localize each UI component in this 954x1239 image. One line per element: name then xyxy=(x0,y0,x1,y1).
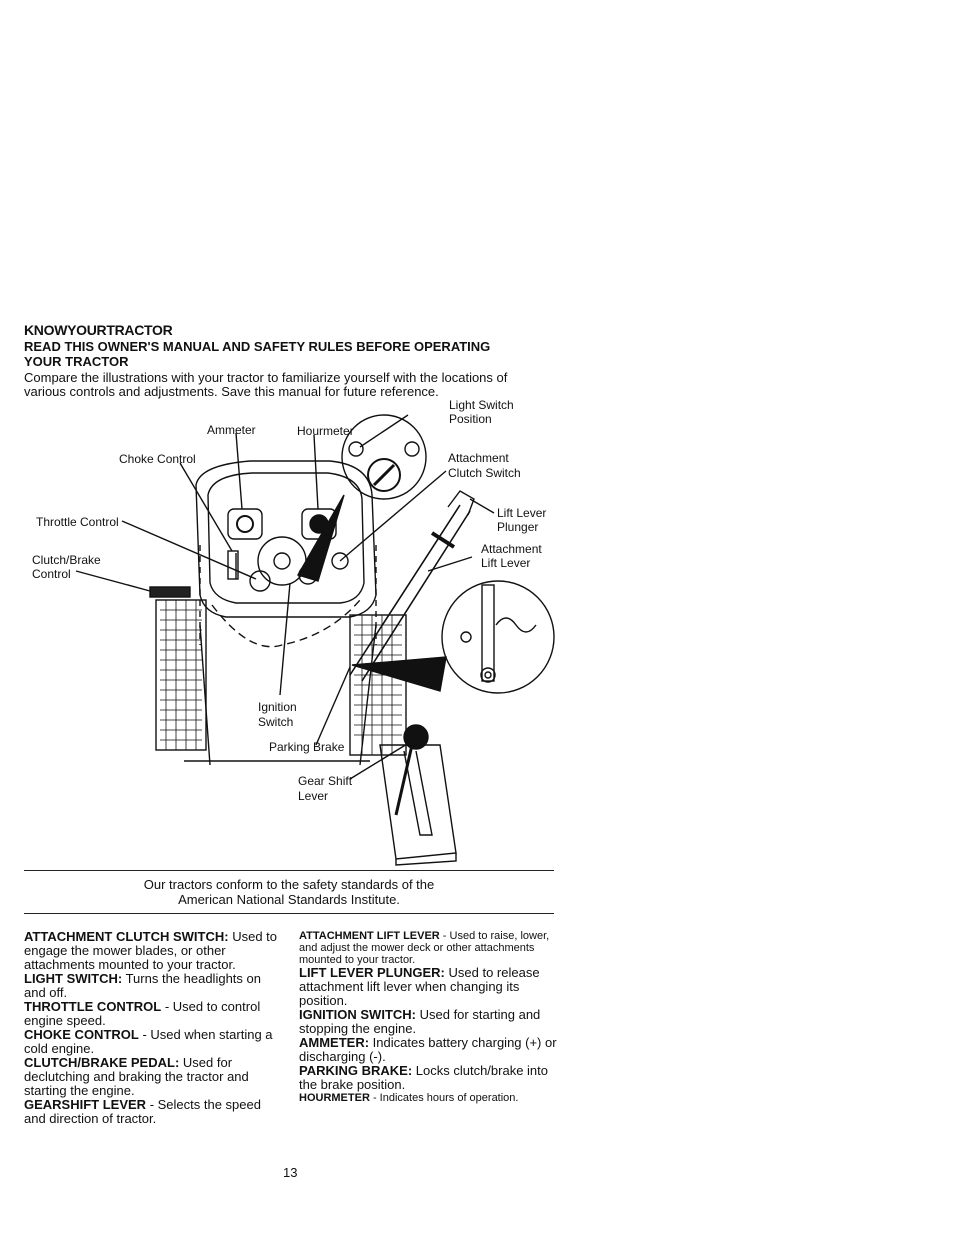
label-lift-lever-plunger: Plunger xyxy=(497,520,539,534)
label-parking-brake: Parking Brake xyxy=(269,740,345,754)
section-title: KNOWYOURTRACTOR xyxy=(24,322,173,338)
left-definitions: ATTACHMENT CLUTCH SWITCH: Used to engage… xyxy=(24,930,279,1126)
label-attachment-lift-lever: Lift Lever xyxy=(481,556,531,570)
intro-text-line1: Compare the illustrations with your trac… xyxy=(24,370,508,385)
def-clutch-brake-pedal: CLUTCH/BRAKE PEDAL: Used for declutching… xyxy=(24,1055,249,1098)
label-lift-lever: Lift Lever xyxy=(497,506,547,520)
label-attachment-clutch: Attachment xyxy=(448,451,509,465)
def-throttle-control: THROTTLE CONTROL - Used to control engin… xyxy=(24,999,261,1028)
def-ignition-switch: IGNITION SWITCH: Used for starting and s… xyxy=(299,1007,541,1036)
standards-line1: Our tractors conform to the safety stand… xyxy=(143,877,435,892)
divider-bottom xyxy=(24,913,554,914)
label-light-switch: Light Switch xyxy=(449,398,514,412)
safety-warning-line2: YOUR TRACTOR xyxy=(24,354,129,369)
def-attachment-lift-lever: ATTACHMENT LIFT LEVER - Used to raise, l… xyxy=(299,930,550,966)
label-ignition: Ignition xyxy=(258,700,297,714)
standards-line2: American National Standards Institute. xyxy=(178,892,400,907)
def-gearshift-lever: GEARSHIFT LEVER - Selects the speed and … xyxy=(24,1097,261,1126)
def-light-switch: LIGHT SWITCH: Turns the headlights on an… xyxy=(24,971,261,1000)
label-throttle-control: Throttle Control xyxy=(36,515,119,529)
label-clutch-brake: Clutch/Brake xyxy=(32,553,101,567)
def-hourmeter: HOURMETER - Indicates hours of operation… xyxy=(299,1092,519,1104)
def-choke-control: CHOKE CONTROL - Used when starting a col… xyxy=(24,1027,273,1056)
def-lift-lever-plunger: LIFT LEVER PLUNGER: Used to release atta… xyxy=(299,965,540,1008)
label-gear-shift-lever: Lever xyxy=(298,789,329,803)
def-attachment-clutch-switch: ATTACHMENT CLUTCH SWITCH: Used to engage… xyxy=(24,929,278,972)
label-attachment-clutch-switch: Clutch Switch xyxy=(448,466,521,480)
safety-warning: READ THIS OWNER'S MANUAL AND SAFETY RULE… xyxy=(24,339,491,354)
label-hourmeter: Hourmeter xyxy=(297,424,354,438)
label-light-switch-position: Position xyxy=(449,412,492,426)
label-choke-control: Choke Control xyxy=(119,452,196,466)
def-parking-brake: PARKING BRAKE: Locks clutch/brake into t… xyxy=(299,1063,549,1092)
label-gear-shift: Gear Shift xyxy=(298,774,353,788)
label-clutch-brake-control: Control xyxy=(32,567,71,581)
divider-top xyxy=(24,870,554,871)
def-ammeter: AMMETER: Indicates battery charging (+) … xyxy=(299,1035,557,1064)
page-number: 13 xyxy=(283,1165,298,1180)
tractor-controls-diagram xyxy=(75,414,555,866)
label-attachment-lift: Attachment xyxy=(481,542,542,556)
intro-text-line2: various controls and adjustments. Save t… xyxy=(24,384,439,399)
label-ammeter: Ammeter xyxy=(207,423,256,437)
label-ignition-switch: Switch xyxy=(258,715,294,729)
right-definitions: ATTACHMENT LIFT LEVER - Used to raise, l… xyxy=(299,930,557,1104)
